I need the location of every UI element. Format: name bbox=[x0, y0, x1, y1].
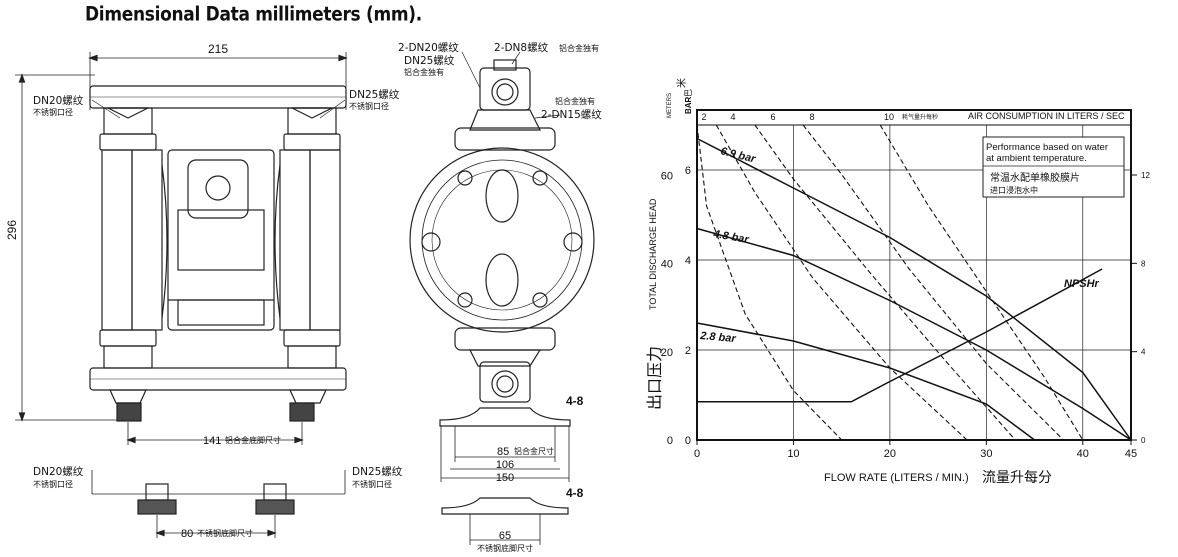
side-mid-right: 2-DN15螺纹 bbox=[541, 108, 602, 121]
side-view bbox=[409, 51, 595, 545]
bottom-right-label: DN25螺纹 bbox=[352, 465, 403, 478]
air-consumption-line bbox=[802, 124, 1064, 441]
top-axis-label: AIR CONSUMPTION IN LITERS / SEC bbox=[968, 111, 1125, 121]
x-axis-label-cn: 流量升每分 bbox=[982, 470, 1052, 486]
side-top-left-2: DN25螺纹 bbox=[404, 54, 455, 67]
front-view bbox=[15, 52, 348, 445]
side-top-left-sub: 铝合金独有 bbox=[404, 67, 444, 77]
side-dim-65: 65 bbox=[499, 530, 511, 542]
unit-meters: METERS bbox=[667, 93, 673, 118]
x-tick-label: 40 bbox=[1077, 448, 1089, 460]
y-tick-label-bar: 2 bbox=[685, 345, 691, 357]
x-tick-label: 0 bbox=[694, 448, 700, 460]
side-top-right-sub: 铝合金独有 bbox=[559, 43, 599, 53]
series-line-6-9-bar bbox=[696, 137, 1132, 441]
front-base-dim: 141 bbox=[203, 435, 221, 447]
y-axis-label-cn: 出口压力 bbox=[645, 346, 664, 410]
x-tick-label: 10 bbox=[787, 448, 799, 460]
top-axis-cn: 耗气量升每秒 bbox=[902, 113, 938, 121]
top-tick-label: 10 bbox=[884, 112, 894, 122]
bottom-base-dim: 80 bbox=[181, 528, 193, 540]
series-label: 2.8 bar bbox=[699, 330, 737, 345]
bottom-left-label: DN20螺纹 bbox=[33, 465, 84, 478]
front-base-dim-label: 铝合金底脚尺寸 bbox=[225, 435, 281, 445]
note-box bbox=[982, 136, 1125, 198]
side-dim-150: 150 bbox=[496, 472, 514, 484]
series-label: NPSHr bbox=[1064, 278, 1100, 290]
side-dim-106: 106 bbox=[496, 459, 514, 471]
note-en-1: Performance based on water bbox=[986, 142, 1108, 153]
y-tick-label-meters: 20 bbox=[661, 347, 673, 359]
y-tick-label-bar: 0 bbox=[685, 435, 691, 447]
bottom-right-sub: 不锈钢口径 bbox=[352, 479, 392, 489]
x-tick-label: 45 bbox=[1125, 448, 1137, 460]
side-mid-right-sub: 铝合金独有 bbox=[555, 96, 595, 106]
unit-bar-cn: 巴 bbox=[684, 89, 693, 97]
front-outlet-sub: 不锈钢口径 bbox=[349, 101, 389, 111]
x-tick-label: 30 bbox=[980, 448, 992, 460]
unit-meters-cn: 米 bbox=[675, 78, 688, 88]
series-line-npshr bbox=[697, 268, 1103, 403]
y-axis-label: TOTAL DISCHARGE HEAD bbox=[648, 198, 658, 310]
top-tick-label: 8 bbox=[809, 112, 814, 122]
side-foot-thickness: 4-8 bbox=[566, 394, 584, 408]
front-height-dim: 296 bbox=[5, 220, 19, 240]
y-tick-label-bar: 6 bbox=[685, 165, 691, 177]
y-tick-label-meters: 0 bbox=[667, 435, 673, 447]
right-tick-label: 4 bbox=[1141, 348, 1146, 357]
unit-bar: BAR bbox=[684, 96, 693, 114]
air-consumption-line bbox=[715, 124, 968, 441]
page-title: Dimensional Data millimeters (mm). bbox=[85, 3, 422, 26]
bottom-base-dim-label: 不锈钢底脚尺寸 bbox=[197, 528, 253, 538]
plot-frame bbox=[696, 109, 1132, 441]
air-consumption-line bbox=[754, 124, 1016, 441]
front-inlet-label: DN20螺纹 bbox=[33, 94, 84, 107]
x-tick-label: 20 bbox=[884, 448, 896, 460]
side-lower-foot-thickness: 4-8 bbox=[566, 486, 584, 500]
air-consumption-line bbox=[696, 124, 843, 441]
bottom-view bbox=[91, 470, 346, 538]
right-tick-label: 0 bbox=[1141, 436, 1146, 445]
right-tick-label: 12 bbox=[1141, 171, 1150, 180]
note-cn-2: 进口浸泡水中 bbox=[990, 185, 1038, 195]
y-tick-label-meters: 60 bbox=[661, 170, 673, 182]
y-tick-label-meters: 40 bbox=[661, 259, 673, 271]
front-outlet-label: DN25螺纹 bbox=[349, 88, 400, 101]
y-tick-label-bar: 4 bbox=[685, 255, 691, 267]
series-line-2-8-bar bbox=[696, 322, 1036, 441]
note-cn-1: 常温水配单橡胶膜片 bbox=[990, 171, 1080, 184]
side-dim-85: 85 bbox=[497, 446, 509, 458]
top-tick-label: 2 bbox=[701, 112, 706, 122]
series-label: 4.8 bar bbox=[711, 228, 750, 246]
bottom-left-sub: 不锈钢口径 bbox=[33, 479, 73, 489]
front-inlet-sub: 不锈钢口径 bbox=[33, 107, 73, 117]
series-line-4-8-bar bbox=[696, 227, 1132, 441]
side-top-right: 2-DN8螺纹 bbox=[494, 41, 549, 54]
top-tick-label: 6 bbox=[770, 112, 775, 122]
note-en-2: at ambient temperature. bbox=[986, 153, 1087, 164]
x-axis-label: FLOW RATE (LITERS / MIN.) bbox=[824, 472, 969, 484]
side-dim-85-label: 铝合金尺寸 bbox=[514, 446, 554, 456]
top-tick-label: 4 bbox=[730, 112, 735, 122]
side-dim-65-label: 不锈钢底脚尺寸 bbox=[477, 543, 533, 553]
front-width-dim: 215 bbox=[208, 42, 228, 56]
side-top-left-1: 2-DN20螺纹 bbox=[398, 41, 459, 54]
right-tick-label: 8 bbox=[1141, 259, 1146, 268]
